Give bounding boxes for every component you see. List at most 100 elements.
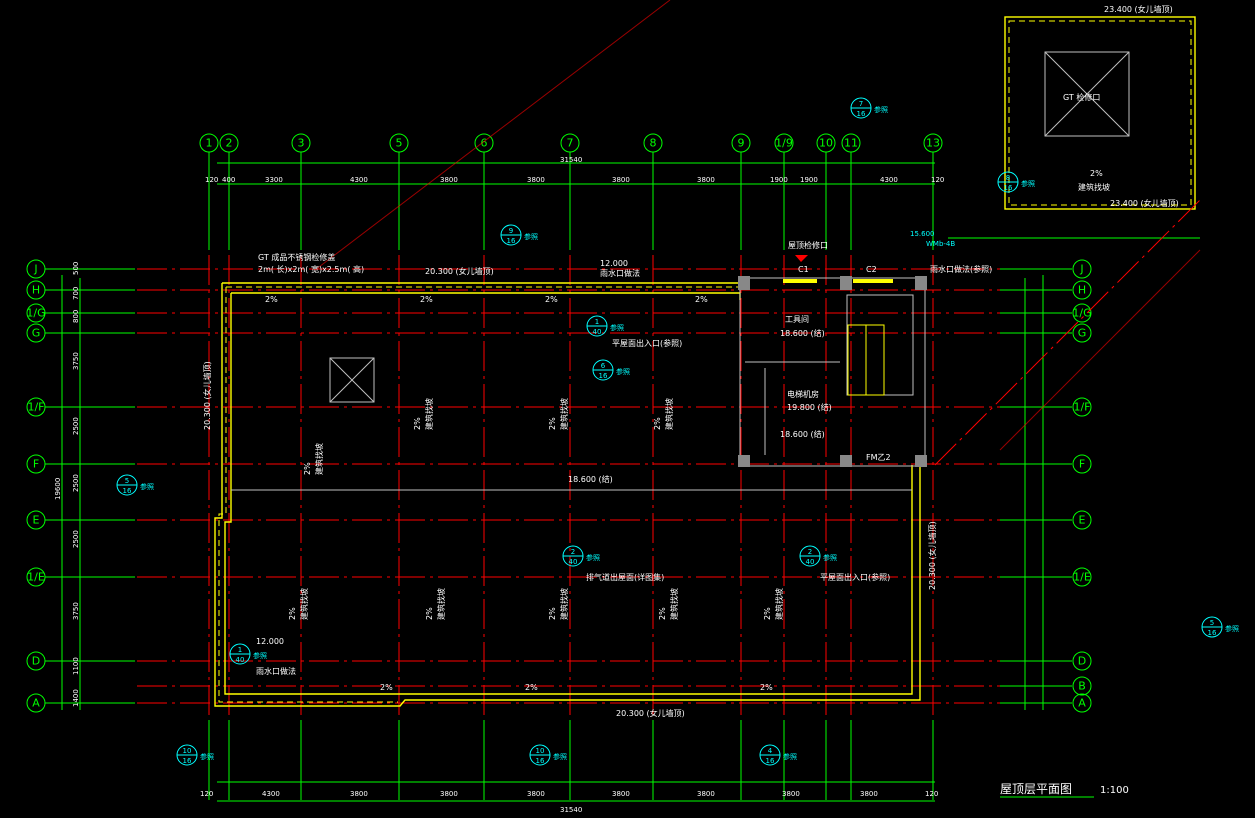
row-axis-label-left: 1/F [27, 401, 44, 414]
row-axis-bubble-right [1072, 693, 1092, 713]
slope-note: 建筑找坡 [436, 588, 446, 620]
bottom-dim: 3800 [860, 790, 878, 798]
detail-bubble-bottom: 16 [536, 757, 545, 765]
parapet-elev-right: 20.300 (女儿墙顶) [927, 521, 937, 590]
row-axis-label-right: 1/G [1072, 307, 1091, 320]
row-axis-label-right: 1/E [1073, 571, 1091, 584]
drain-elev: 12.000 [600, 259, 628, 268]
detail-bubble-ref: 参照 [1225, 624, 1239, 633]
detail-bubble-top: 6 [601, 362, 606, 370]
exhaust-note: 排气道出屋面(详图集) [586, 572, 664, 582]
left-total-dim: 19600 [54, 478, 62, 500]
column-axis-label: 1 [206, 137, 213, 150]
row-axis-label-left: F [33, 458, 39, 471]
row-axis-bubble-left [26, 323, 46, 343]
slope-note: 建筑找坡 [559, 398, 569, 430]
row-axis-bubble-left [26, 693, 46, 713]
detail-bubble-ref: 参照 [1021, 179, 1035, 188]
row-axis-bubble-right [1072, 323, 1092, 343]
roof-hatch-label: 屋顶检修口 [788, 240, 828, 250]
slope-note: 建筑找坡 [299, 588, 309, 620]
detail-bubble-ref: 参照 [200, 752, 214, 761]
slope-note: 建筑找坡 [314, 443, 324, 475]
slope-percent: 2% [288, 607, 297, 620]
top-dim: 400 [222, 176, 235, 184]
slope-note: 建筑找坡 [774, 588, 784, 620]
row-axis-bubble-right [1072, 303, 1092, 323]
column-axis-bubble [560, 133, 580, 153]
column-axis-label: 13 [926, 137, 940, 150]
roof-outline [214, 282, 921, 707]
drain-note-2: 雨水口做法 [256, 666, 296, 676]
top-dim: 3800 [697, 176, 715, 184]
detail-bubble-top: 5 [1210, 619, 1214, 627]
row-axis-bubble-right [1072, 510, 1092, 530]
left-dim: 800 [72, 310, 80, 323]
tool-room-label: 工具间 [785, 315, 809, 324]
tool-room-elev: 18.600 (结) [780, 328, 825, 338]
bottom-dim: 3800 [612, 790, 630, 798]
column-axis-bubble [774, 133, 794, 153]
detail-bubble-ref: 参照 [616, 367, 630, 376]
column-axis-label: 7 [567, 137, 574, 150]
row-axis-label-left: 1/G [26, 307, 45, 320]
upper-slope: 2% [1090, 169, 1103, 178]
column-axis-label: 8 [650, 137, 657, 150]
row-axis-bubble-right [1072, 280, 1092, 300]
drawing-title: 屋顶层平面图 [1000, 782, 1072, 796]
slope-percent: 2% [425, 607, 434, 620]
row-axis-label-right: E [1079, 514, 1086, 527]
left-dim: 700 [72, 287, 80, 300]
row-axis-bubble-left [26, 280, 46, 300]
row-axis-label-right: B [1078, 680, 1086, 693]
annotations: 20.300 (女儿墙顶) 20.300 (女儿墙顶) 20.300 (女儿墙顶… [202, 4, 1179, 718]
row-axis-bubble-right [1072, 259, 1092, 279]
hatch-note: GT 成品不锈钢检修盖 [258, 252, 335, 262]
bottom-dim: 120 [200, 790, 213, 798]
detail-bubble-top: 7 [859, 100, 863, 108]
row-axis-bubble-left [26, 454, 46, 474]
row-axis-bubble-left [26, 510, 46, 530]
left-dim: 3750 [72, 352, 80, 370]
slope-note: 建筑找坡 [559, 588, 569, 620]
detail-bubble-ref: 参照 [553, 752, 567, 761]
left-dim: 2500 [72, 417, 80, 435]
roof-elev: 18.600 (结) [568, 474, 613, 484]
upper-parapet-elev: 23.400 (女儿墙顶) [1110, 198, 1179, 208]
detail-bubble-top: 1 [238, 646, 242, 654]
slope-percent: 2% [548, 607, 557, 620]
detail-bubble-top: 8 [1006, 174, 1010, 182]
top-dim: 120 [931, 176, 944, 184]
bottom-total-dim: 31540 [560, 806, 582, 814]
upper-parapet-elev-top: 23.400 (女儿墙顶) [1104, 4, 1173, 14]
detail-bubble-top: 1 [595, 318, 599, 326]
left-dim: 2500 [72, 530, 80, 548]
row-axis-bubble-right [1072, 397, 1092, 417]
window-c2: C2 [866, 265, 877, 274]
parapet-elev-bottom: 20.300 (女儿墙顶) [616, 708, 685, 718]
left-dim: 500 [72, 262, 80, 275]
detail-bubble-bottom: 16 [857, 110, 866, 118]
top-dim: 120 [205, 176, 218, 184]
parapet-elev-top: 20.300 (女儿墙顶) [425, 266, 494, 276]
row-axis-label-right: H [1078, 284, 1086, 297]
column-axis-bubble [923, 133, 943, 153]
column-axis-label: 11 [844, 137, 858, 150]
top-dim: 4300 [350, 176, 368, 184]
stair-elev: 18.600 (结) [780, 429, 825, 439]
detail-bubble-ref: 参照 [253, 651, 267, 660]
top-dim: 1900 [770, 176, 788, 184]
top-dim: 1900 [800, 176, 818, 184]
bottom-dim: 3800 [782, 790, 800, 798]
drain-note: 雨水口做法 [600, 268, 640, 278]
row-axis-bubble-left [26, 651, 46, 671]
top-dim: 3800 [612, 176, 630, 184]
column-axis-label: 6 [481, 137, 488, 150]
row-axis-label-right: D [1078, 655, 1086, 668]
slope-percent: 2% [760, 683, 773, 692]
row-axis-bubble-right [1072, 651, 1092, 671]
